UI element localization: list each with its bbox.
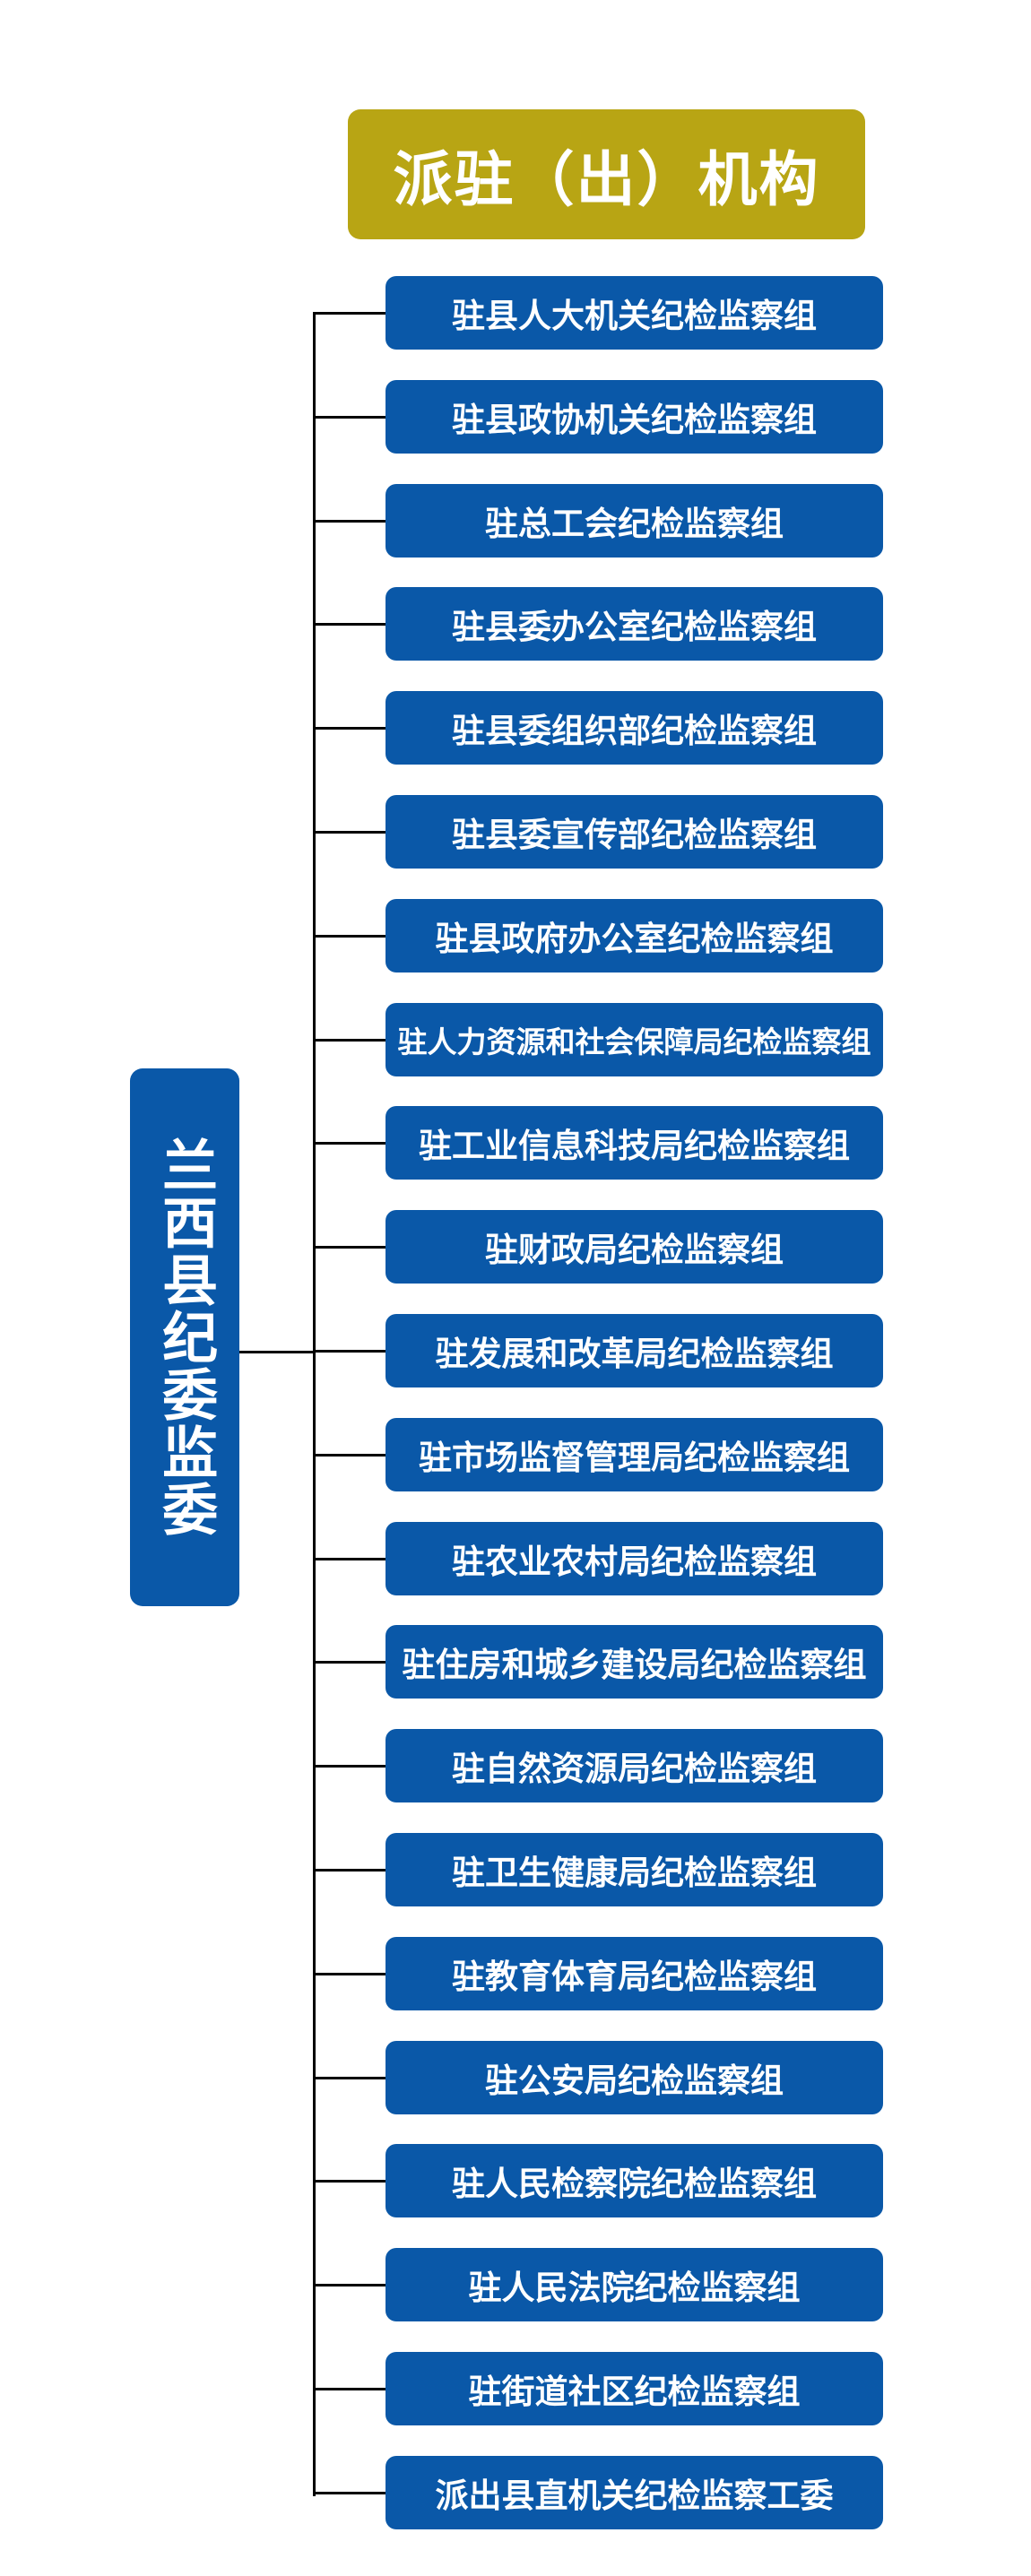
unit-connector-line: [314, 1869, 386, 1871]
unit-box: 驻县委办公室纪检监察组: [386, 587, 883, 661]
unit-connector-line: [314, 727, 386, 730]
unit-connector-line: [314, 2492, 386, 2494]
unit-box: 驻总工会纪检监察组: [386, 484, 883, 558]
unit-connector-line: [314, 1246, 386, 1249]
unit-connector-line: [314, 1142, 386, 1145]
unit-box: 驻工业信息科技局纪检监察组: [386, 1106, 883, 1180]
unit-connector-line: [314, 1765, 386, 1768]
unit-connector-line: [314, 2180, 386, 2183]
diagram-title: 派驻（出）机构: [348, 109, 865, 239]
tree-trunk-line: [313, 312, 316, 2496]
unit-connector-line: [314, 2077, 386, 2079]
unit-connector-line: [314, 1039, 386, 1042]
unit-box: 驻教育体育局纪检监察组: [386, 1937, 883, 2010]
unit-connector-line: [314, 831, 386, 834]
root-node: 兰西县纪委监委: [130, 1068, 239, 1606]
unit-connector-line: [314, 416, 386, 419]
unit-box: 派出县直机关纪检监察工委: [386, 2456, 883, 2529]
unit-connector-line: [314, 1661, 386, 1664]
unit-box: 驻县人大机关纪检监察组: [386, 276, 883, 350]
unit-box: 驻县委宣传部纪检监察组: [386, 795, 883, 869]
unit-connector-line: [314, 1454, 386, 1457]
unit-box: 驻市场监督管理局纪检监察组: [386, 1418, 883, 1491]
unit-box: 驻发展和改革局纪检监察组: [386, 1314, 883, 1387]
unit-box: 驻县政府办公室纪检监察组: [386, 899, 883, 972]
unit-connector-line: [314, 2284, 386, 2286]
root-connector-line: [239, 1351, 315, 1353]
unit-connector-line: [314, 312, 386, 315]
unit-box: 驻卫生健康局纪检监察组: [386, 1833, 883, 1906]
unit-connector-line: [314, 1558, 386, 1560]
unit-connector-line: [314, 623, 386, 626]
unit-connector-line: [314, 1350, 386, 1353]
unit-connector-line: [314, 1973, 386, 1975]
unit-connector-line: [314, 520, 386, 523]
unit-box: 驻公安局纪检监察组: [386, 2041, 883, 2114]
unit-box: 驻农业农村局纪检监察组: [386, 1522, 883, 1595]
unit-box: 驻人民法院纪检监察组: [386, 2248, 883, 2321]
unit-box: 驻人力资源和社会保障局纪检监察组: [386, 1003, 883, 1076]
unit-box: 驻县政协机关纪检监察组: [386, 380, 883, 454]
unit-box: 驻自然资源局纪检监察组: [386, 1729, 883, 1802]
unit-box: 驻人民检察院纪检监察组: [386, 2144, 883, 2217]
unit-box: 驻县委组织部纪检监察组: [386, 691, 883, 765]
unit-connector-line: [314, 935, 386, 938]
unit-box: 驻街道社区纪检监察组: [386, 2352, 883, 2425]
unit-connector-line: [314, 2388, 386, 2390]
unit-box: 驻住房和城乡建设局纪检监察组: [386, 1625, 883, 1699]
unit-box: 驻财政局纪检监察组: [386, 1210, 883, 1284]
